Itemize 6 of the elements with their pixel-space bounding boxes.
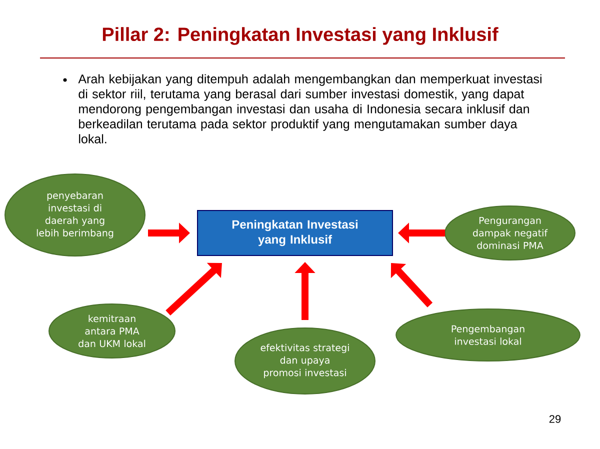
block-arrow bbox=[166, 262, 222, 316]
bullet-text: Arah kebijakan yang ditempuh adalah mengembangkan dan memperkuat investasi di sektor riil, terutama yang berasal dari sumber investasi domestik, yang dapat mendorong pengembangan investasi dan usaha di Indonesia secara inklusif dan berkeadilan terutama pada sektor produktif yang mengutamakan sumber daya lokal. bbox=[78, 74, 542, 144]
title: Pillar 2: Peningkatan Investasi yang Inklusif bbox=[102, 27, 498, 45]
title-box: Peningkatan Investasi yang Inklusif bbox=[197, 210, 393, 256]
page-number: 29 bbox=[549, 415, 561, 423]
block-arrow bbox=[390, 263, 433, 308]
